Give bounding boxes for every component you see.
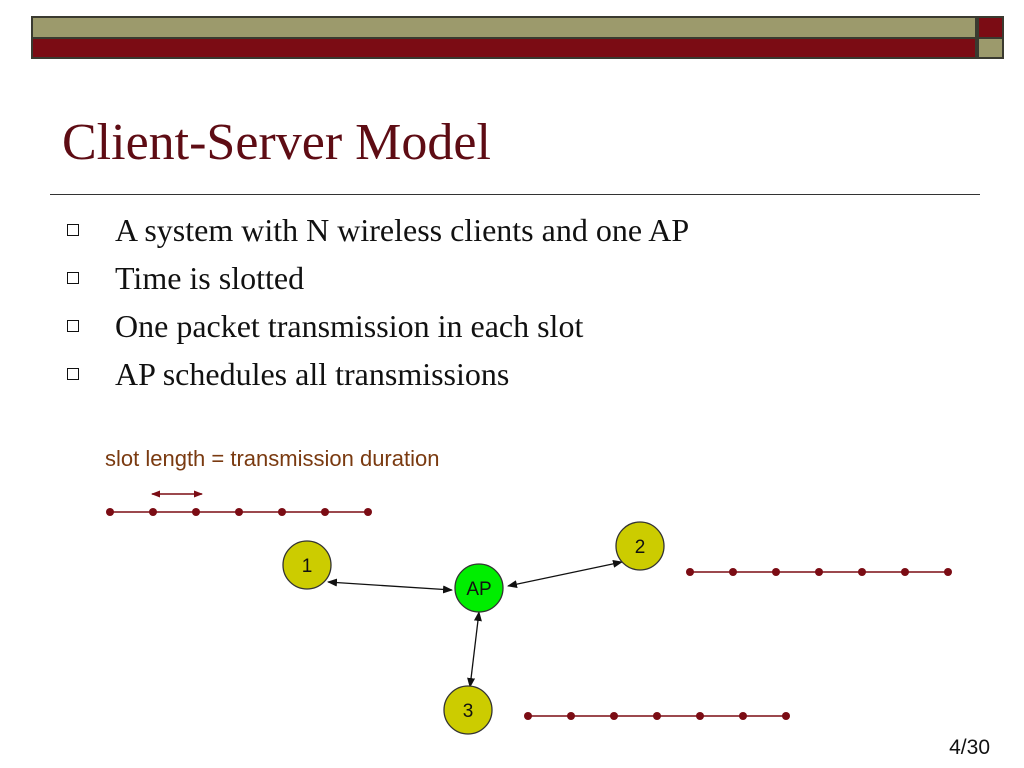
slot-boundary-dot (192, 508, 200, 516)
slot-boundary-dot (321, 508, 329, 516)
bullet-text: AP schedules all transmissions (115, 355, 510, 392)
link-3-ap (467, 611, 482, 688)
bullet-text: One packet transmission in each slot (115, 307, 584, 344)
slot-boundary-dot (610, 712, 618, 720)
slot-boundary-dot (364, 508, 372, 516)
slot-boundary-dot (278, 508, 286, 516)
bullet-list: A system with N wireless clients and one… (64, 206, 689, 398)
bullet-text: A system with N wireless clients and one… (115, 211, 690, 248)
header-corner-olive (977, 39, 1004, 59)
slot-boundary-dot (524, 712, 532, 720)
slot-boundary-dot (782, 712, 790, 720)
slot-boundary-dot (901, 568, 909, 576)
timeline-client-3 (524, 712, 790, 720)
bullet-square-icon (67, 272, 79, 284)
bullet-square-icon (67, 368, 79, 380)
timeline-client-2 (686, 568, 952, 576)
slide-title: Client-Server Model (62, 114, 491, 171)
bullet-item: A system with N wireless clients and one… (64, 206, 689, 254)
slot-boundary-dot (653, 712, 661, 720)
slot-boundary-dot (739, 712, 747, 720)
slot-boundary-dot (686, 568, 694, 576)
slot-boundary-dot (944, 568, 952, 576)
timeline-top (106, 508, 372, 516)
link-1-ap (327, 578, 453, 594)
slot-boundary-dot (696, 712, 704, 720)
bullet-square-icon (67, 320, 79, 332)
client-node-2-label: 2 (635, 537, 646, 558)
bullet-item: Time is slotted (64, 254, 689, 302)
diagram-caption: slot length = transmission duration (105, 446, 440, 471)
client-node-2: 2 (615, 521, 665, 571)
client-node-1-label: 1 (302, 556, 313, 577)
header-band-olive (31, 16, 977, 39)
slot-boundary-dot (235, 508, 243, 516)
client-node-1: 1 (282, 540, 332, 590)
ap-node: AP (454, 563, 504, 613)
slot-boundary-dot (567, 712, 575, 720)
bullet-item: AP schedules all transmissions (64, 350, 689, 398)
slot-boundary-dot (149, 508, 157, 516)
client-node-3: 3 (443, 685, 493, 735)
slot-boundary-dot (858, 568, 866, 576)
slot-boundary-dot (729, 568, 737, 576)
bullet-square-icon (67, 224, 79, 236)
ap-node-label: AP (466, 579, 491, 600)
title-divider (50, 194, 980, 195)
slot-boundary-dot (772, 568, 780, 576)
header-band-maroon (31, 39, 977, 59)
bullet-item: One packet transmission in each slot (64, 302, 689, 350)
slot-boundary-dot (106, 508, 114, 516)
header-corner-maroon (977, 16, 1004, 39)
link-2-ap (507, 559, 623, 589)
page-number: 4/30 (949, 736, 990, 759)
client-node-3-label: 3 (463, 701, 474, 722)
bullet-text: Time is slotted (115, 259, 305, 296)
slot-boundary-dot (815, 568, 823, 576)
